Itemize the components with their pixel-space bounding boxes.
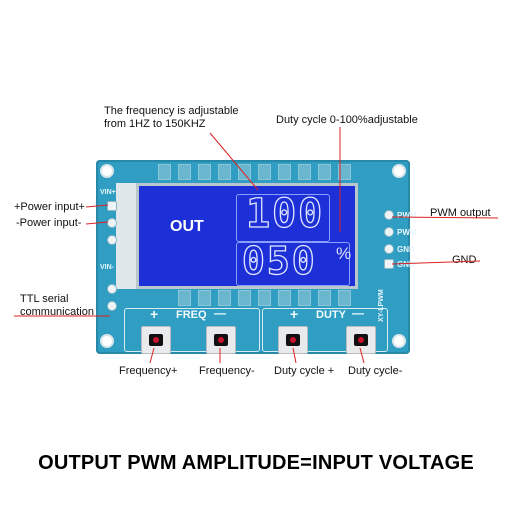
gnd-pin-1 xyxy=(384,244,394,254)
pin-label-pwm-2: PWM xyxy=(397,228,417,237)
power-pin-positive xyxy=(107,201,117,211)
gnd-label: GND xyxy=(452,254,477,266)
pwm-pin-2 xyxy=(384,227,394,237)
pwm-output-label: PWM output xyxy=(430,207,491,219)
frequency-minus-button[interactable] xyxy=(206,326,236,354)
duty-button-frame xyxy=(262,308,388,352)
duty-silkscreen: DUTY xyxy=(316,309,346,321)
pwm-pin-1 xyxy=(384,210,394,220)
frequency-plus-label: Frequency+ xyxy=(119,365,178,377)
duty-plus-silkscreen: + xyxy=(290,306,299,322)
lcd-freq-segment-frame xyxy=(236,194,330,242)
pin-label-pwm-1: PWM xyxy=(397,211,417,220)
duty-plus-button[interactable] xyxy=(278,326,308,354)
pin-label-gnd-1: GND xyxy=(397,245,415,254)
mounting-hole-top-right xyxy=(394,166,404,176)
duty-plus-label: Duty cycle + xyxy=(274,365,335,377)
freq-plus-silkscreen: + xyxy=(150,306,159,322)
frequency-adjustable-annotation: The frequency is adjustable from 1HZ to … xyxy=(104,105,239,130)
duty-minus-label: Duty cycle- xyxy=(348,365,403,377)
power-input-negative-label: -Power input- xyxy=(16,217,82,229)
duty-minus-button[interactable] xyxy=(346,326,376,354)
lcd-duty-value: 050 xyxy=(241,238,317,283)
duty-minus-silkscreen: — xyxy=(352,306,364,320)
duty-adjustable-annotation: Duty cycle 0-100%adjustable xyxy=(276,114,418,126)
power-input-positive-label: +Power input+ xyxy=(14,201,85,213)
mounting-hole-bottom-right xyxy=(394,336,404,346)
power-pin-extra xyxy=(107,235,117,245)
lcd-out-label: OUT xyxy=(170,218,204,235)
freq-button-frame xyxy=(124,308,260,352)
lcd-frequency-value: 100 xyxy=(245,190,325,237)
lcd-duty-segment-frame xyxy=(236,242,350,286)
mounting-hole-bottom-left xyxy=(102,336,112,346)
pin-label-gnd-2: GND xyxy=(397,260,415,269)
vin-minus-silkscreen: VIN- xyxy=(100,264,114,271)
model-silkscreen: XY-LPWM xyxy=(378,289,385,322)
freq-minus-silkscreen: — xyxy=(214,306,226,320)
vin-plus-silkscreen: VIN+ xyxy=(100,189,116,196)
mounting-hole-top-left xyxy=(102,166,112,176)
frequency-minus-label: Frequency- xyxy=(199,365,255,377)
footer-title: OUTPUT PWM AMPLITUDE=INPUT VOLTAGE xyxy=(38,452,474,474)
ttl-pin-1 xyxy=(107,284,117,294)
power-pin-negative xyxy=(107,218,117,228)
ttl-pin-2 xyxy=(107,301,117,311)
lcd-percent-sign: % xyxy=(336,244,352,263)
freq-silkscreen: FREQ xyxy=(176,309,207,321)
ttl-serial-label: TTL serial communication xyxy=(20,293,94,318)
frequency-plus-button[interactable] xyxy=(141,326,171,354)
gnd-pin-2 xyxy=(384,259,394,269)
